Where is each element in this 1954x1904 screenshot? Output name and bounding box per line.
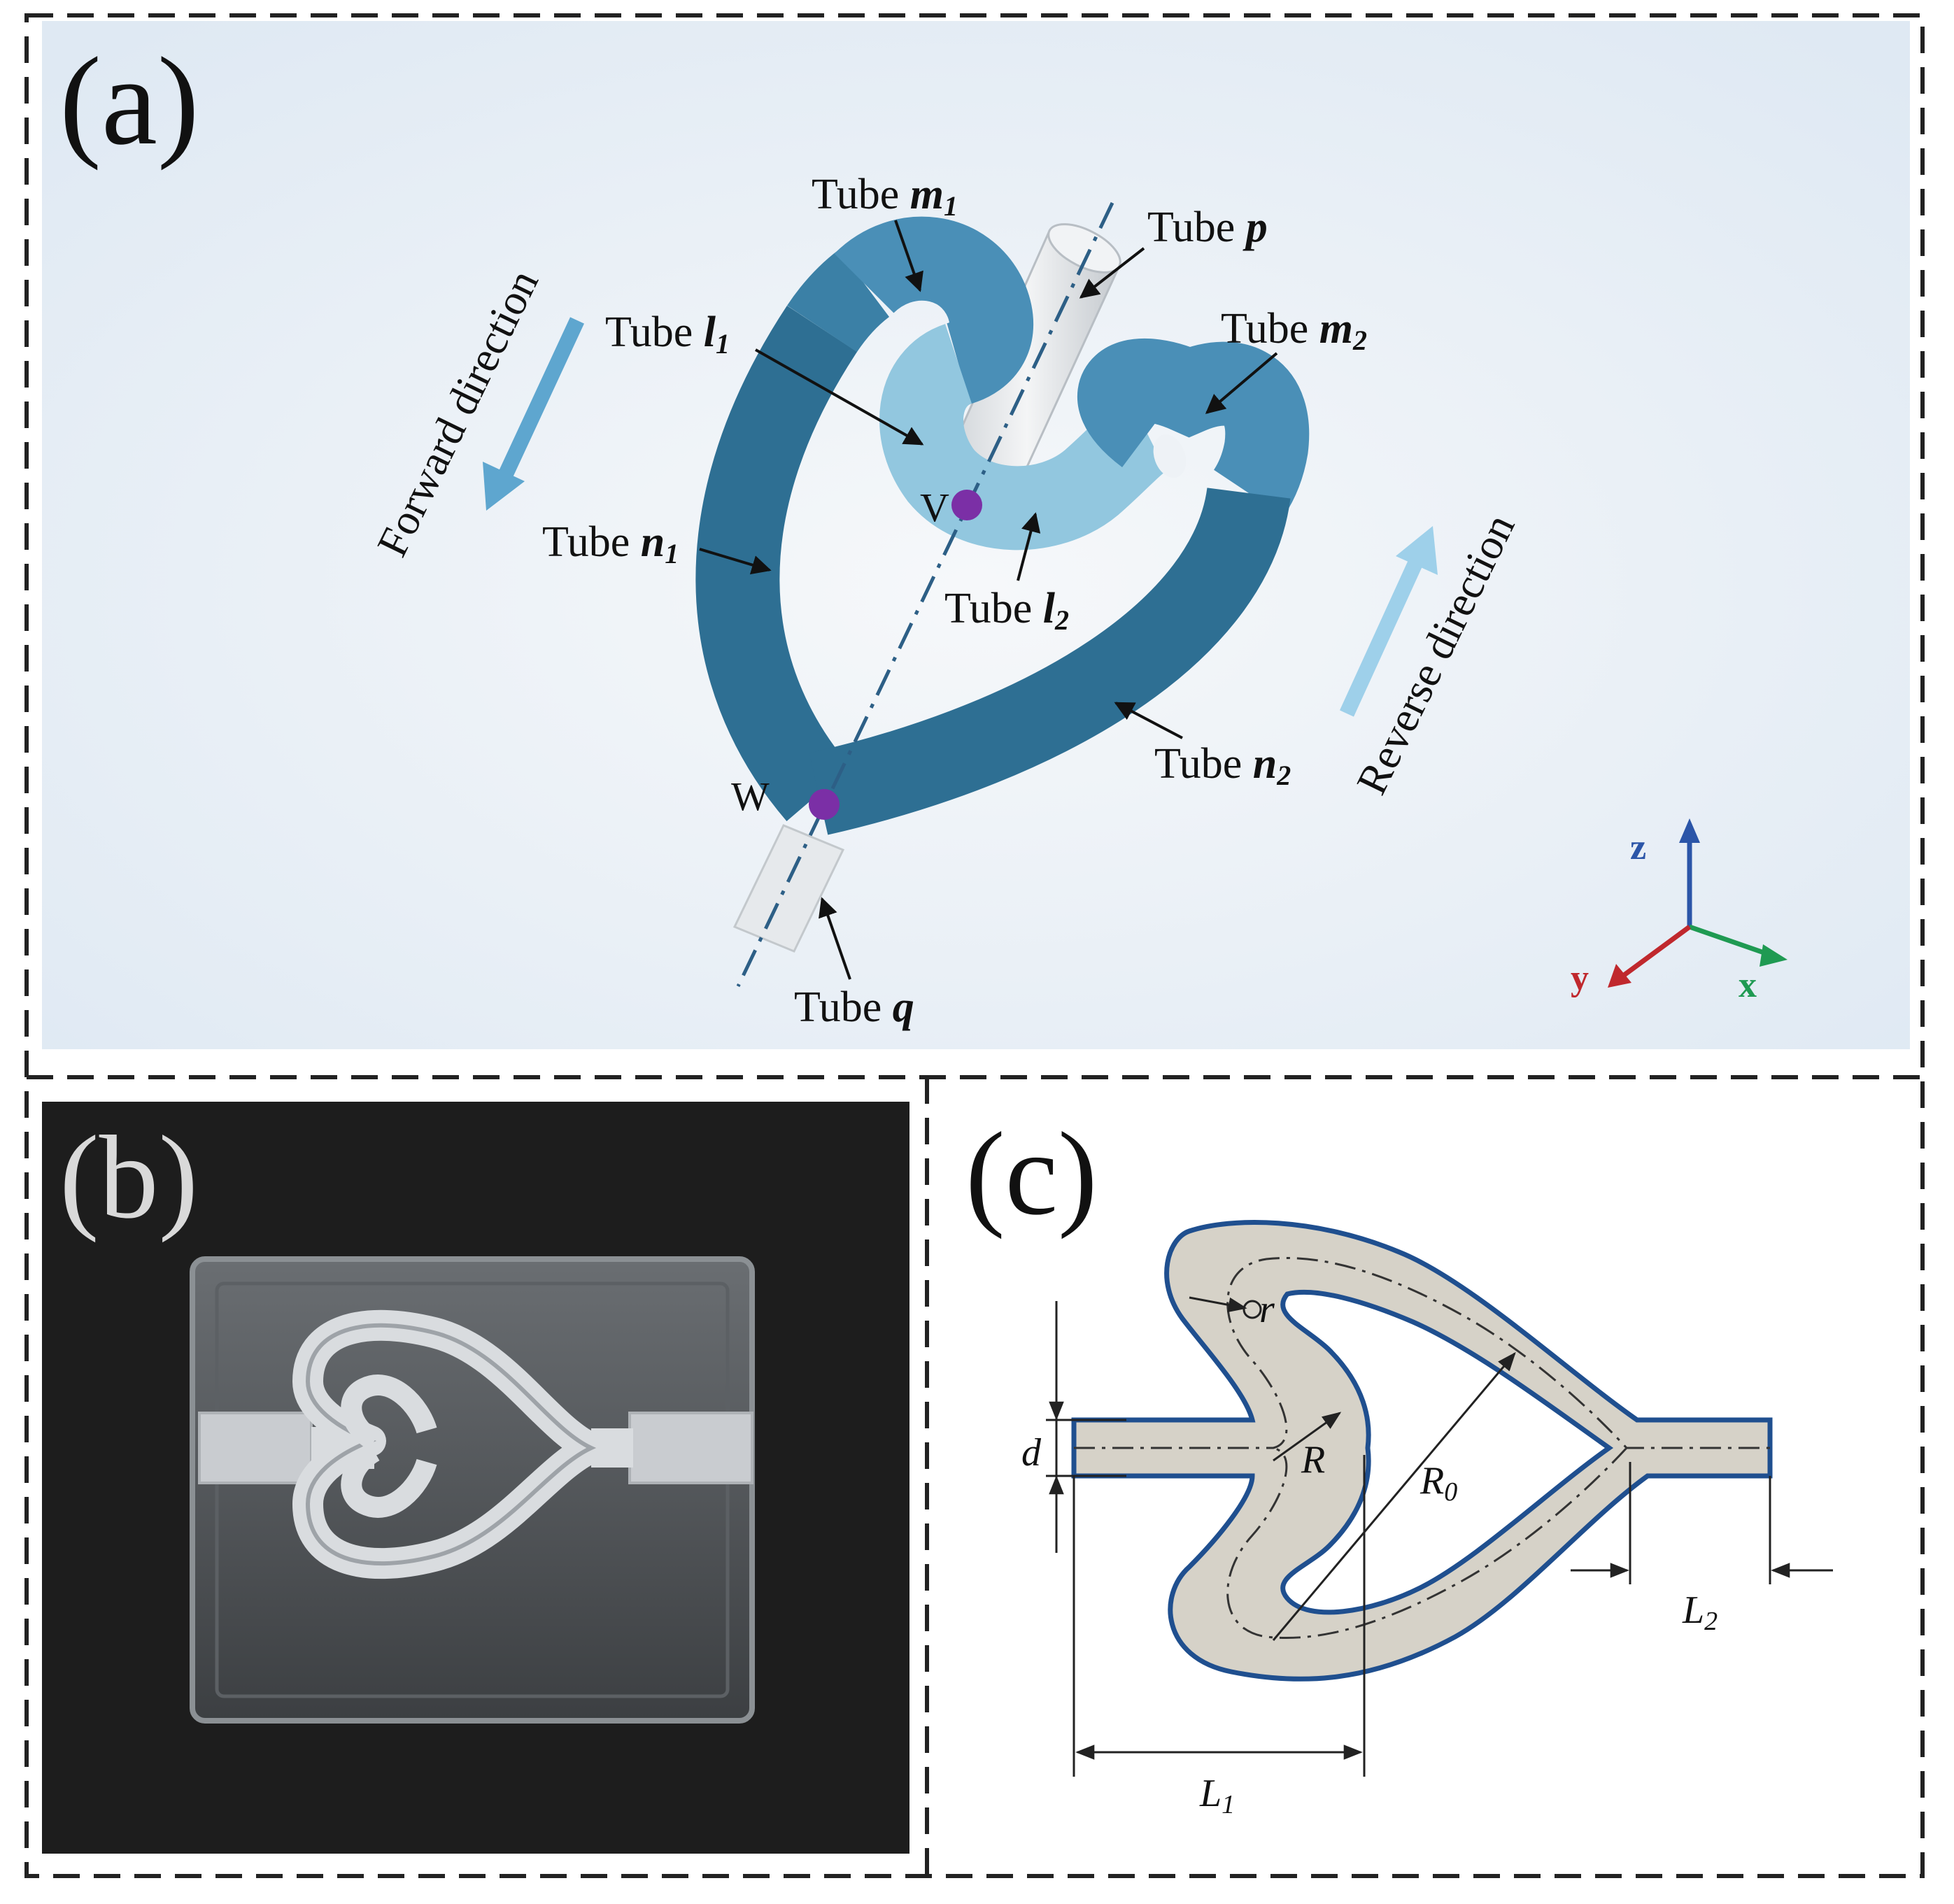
panel-c-letter: (c)	[965, 1108, 1098, 1239]
axis-y	[1621, 925, 1692, 978]
axis-y-label: y	[1571, 958, 1589, 998]
point-v-label: V	[920, 485, 949, 530]
reverse-arrow-head	[1396, 526, 1438, 575]
dashed-frames	[24, 13, 1925, 1878]
axis-z-head	[1679, 818, 1700, 843]
label-tube-q: Tube q	[794, 983, 914, 1031]
label-d: d	[1021, 1431, 1042, 1475]
label-L1: L1	[1199, 1772, 1235, 1819]
leader-m2	[1205, 352, 1278, 414]
tube-l1-upper-shape	[787, 250, 890, 353]
coordinate-axes: z x y	[1571, 818, 1787, 1005]
forward-arrow	[493, 317, 584, 490]
axis-x	[1688, 924, 1771, 958]
tube-n1-shape	[695, 305, 858, 822]
forward-arrow-head	[483, 462, 525, 511]
reverse-arrow	[1339, 549, 1428, 717]
tube-labels: Tube m1 Tube p Tube l1 Tube m2 Tube n1 T…	[542, 171, 1367, 1031]
panel-c: (c) r d R	[965, 1108, 1833, 1819]
panel-a-letter: (a)	[59, 31, 199, 171]
dim-d: d	[1021, 1301, 1126, 1553]
leader-n2	[1114, 702, 1183, 739]
chip-outlet-connector	[628, 1412, 753, 1484]
symmetry-axis	[736, 201, 1114, 988]
leader-p	[1079, 247, 1145, 299]
leader-l2	[1017, 512, 1041, 581]
dim-R0: R0	[1272, 1351, 1516, 1641]
leader-n1	[699, 548, 772, 575]
label-tube-n1: Tube n1	[542, 518, 679, 569]
tube-m1-shape	[834, 216, 1033, 404]
chip-block	[190, 1256, 755, 1724]
axis-x-head	[1760, 944, 1787, 967]
dim-L2: L2	[1571, 1462, 1833, 1636]
dim-r: r	[1189, 1288, 1275, 1331]
panel-b-letter: (b)	[59, 1111, 198, 1243]
channel-centerline	[1074, 1256, 1770, 1640]
point-v	[951, 490, 982, 520]
channel-body	[1071, 1220, 1773, 1682]
dim-R: R	[1273, 1412, 1342, 1482]
leader-l1	[755, 348, 924, 446]
label-tube-l1: Tube l1	[605, 308, 730, 360]
leader-m1	[894, 220, 923, 292]
heart-tube	[695, 216, 1310, 835]
axis-y-head	[1608, 964, 1631, 988]
chip-block-inner	[215, 1281, 730, 1698]
label-R0: R0	[1420, 1459, 1457, 1507]
axis-z-label: z	[1630, 827, 1646, 867]
point-w	[809, 789, 840, 820]
label-tube-l2: Tube l2	[944, 585, 1069, 636]
frame-outer	[24, 13, 1925, 1878]
chip-inner-lobe	[341, 1374, 437, 1518]
tube-m2-shape	[1077, 338, 1310, 517]
label-tube-p: Tube p	[1147, 204, 1268, 251]
panel-b: (b)	[42, 1102, 909, 1854]
leader-q	[819, 897, 851, 980]
label-tube-n2: Tube n2	[1154, 740, 1291, 791]
panel-a: (a) V	[42, 21, 1910, 1049]
tube-q-shape	[732, 824, 845, 953]
axis-x-label: x	[1739, 965, 1757, 1005]
label-L2: L2	[1682, 1589, 1718, 1636]
point-w-label: W	[731, 774, 770, 819]
label-R: R	[1301, 1438, 1325, 1482]
label-tube-m2: Tube m2	[1221, 305, 1367, 356]
tube-n2-shape	[809, 486, 1291, 835]
m2-loop-hole	[1153, 434, 1187, 478]
dim-L1: L1	[1072, 1455, 1366, 1819]
label-r: r	[1259, 1288, 1275, 1331]
chip-inlet-connector	[198, 1412, 313, 1484]
label-tube-m1: Tube m1	[812, 171, 958, 222]
